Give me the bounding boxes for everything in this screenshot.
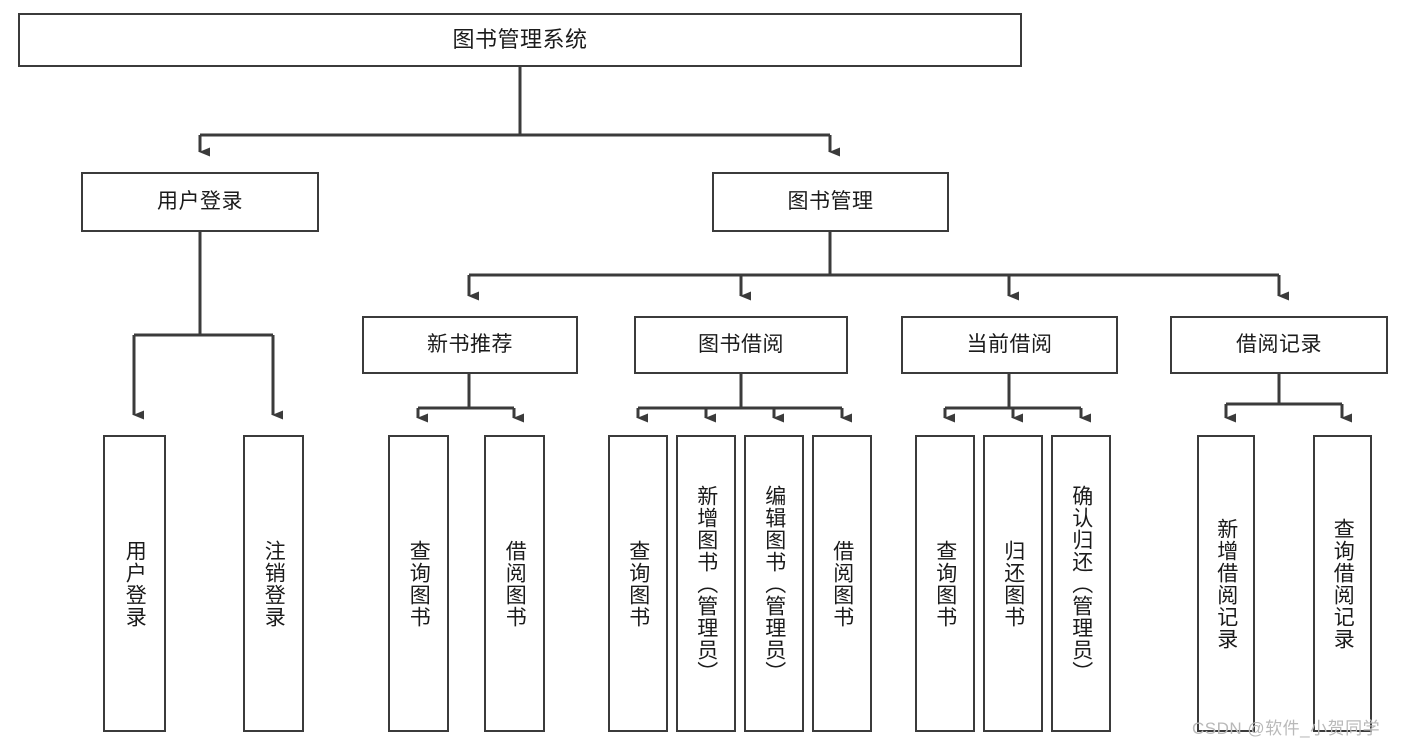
node-new-book-recommend[interactable]: 新书推荐 [362, 316, 578, 374]
node-leaf-borrow-book-2[interactable]: 借阅图书 [812, 435, 872, 732]
node-leaf-query-record[interactable]: 查询借阅记录 [1313, 435, 1372, 732]
node-root[interactable]: 图书管理系统 [18, 13, 1022, 67]
node-book-borrow[interactable]: 图书借阅 [634, 316, 848, 374]
node-leaf-edit-book[interactable]: 编辑图书（管理员） [744, 435, 804, 732]
node-leaf-add-record-label: 新增借阅记录 [1214, 517, 1238, 650]
node-leaf-borrow-book-2-label: 借阅图书 [830, 539, 854, 628]
node-leaf-add-record[interactable]: 新增借阅记录 [1197, 435, 1255, 732]
node-book-management-label: 图书管理 [787, 190, 874, 214]
node-leaf-user-login[interactable]: 用户登录 [103, 435, 166, 732]
node-leaf-edit-book-label: 编辑图书（管理员） [762, 484, 786, 683]
node-leaf-return-book[interactable]: 归还图书 [983, 435, 1043, 732]
node-leaf-confirm-return[interactable]: 确认归还（管理员） [1051, 435, 1111, 732]
node-current-borrow[interactable]: 当前借阅 [901, 316, 1118, 374]
node-book-management[interactable]: 图书管理 [712, 172, 949, 232]
node-leaf-return-book-label: 归还图书 [1001, 539, 1025, 628]
node-leaf-query-book-1[interactable]: 查询图书 [388, 435, 449, 732]
node-leaf-confirm-return-label: 确认归还（管理员） [1069, 484, 1093, 683]
node-leaf-user-login-label: 用户登录 [123, 539, 147, 628]
node-leaf-query-book-2-label: 查询图书 [626, 539, 650, 628]
node-user-login-label: 用户登录 [157, 190, 243, 214]
node-current-borrow-label: 当前借阅 [966, 333, 1053, 357]
node-leaf-query-book-1-label: 查询图书 [407, 539, 431, 628]
node-new-book-recommend-label: 新书推荐 [427, 333, 513, 357]
node-leaf-query-book-2[interactable]: 查询图书 [608, 435, 668, 732]
node-book-borrow-label: 图书借阅 [698, 333, 784, 357]
node-leaf-logout-label: 注销登录 [262, 539, 286, 628]
node-leaf-add-book-label: 新增图书（管理员） [694, 484, 718, 683]
node-leaf-logout[interactable]: 注销登录 [243, 435, 304, 732]
node-user-login[interactable]: 用户登录 [81, 172, 319, 232]
node-root-label: 图书管理系统 [452, 26, 588, 52]
node-leaf-query-book-3[interactable]: 查询图书 [915, 435, 975, 732]
node-leaf-query-record-label: 查询借阅记录 [1331, 517, 1355, 650]
node-leaf-borrow-book-1[interactable]: 借阅图书 [484, 435, 545, 732]
node-leaf-add-book[interactable]: 新增图书（管理员） [676, 435, 736, 732]
node-leaf-query-book-3-label: 查询图书 [933, 539, 957, 628]
node-borrow-record-label: 借阅记录 [1236, 333, 1322, 357]
node-leaf-borrow-book-1-label: 借阅图书 [503, 539, 527, 628]
node-borrow-record[interactable]: 借阅记录 [1170, 316, 1388, 374]
